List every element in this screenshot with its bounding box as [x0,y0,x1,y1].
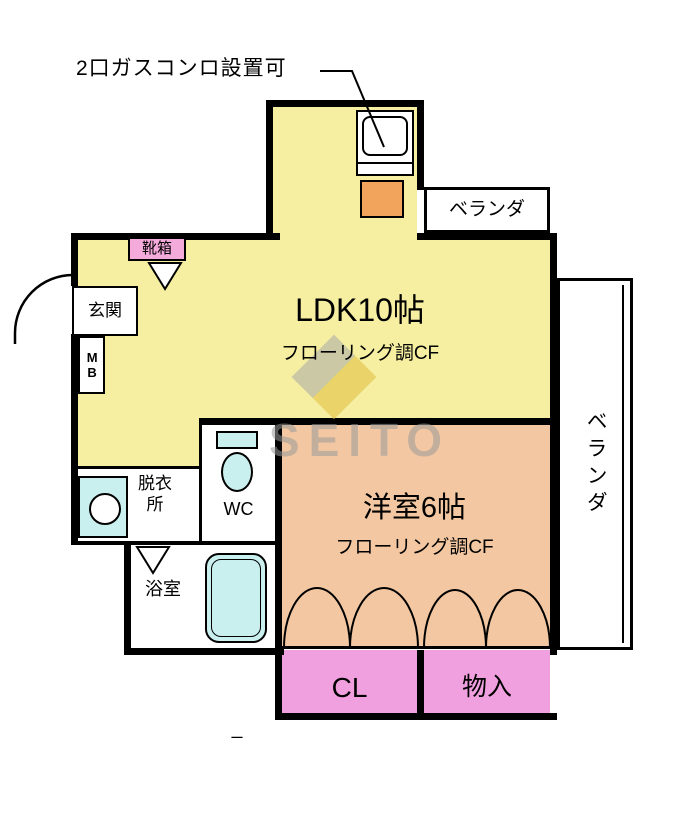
stove-icon [356,110,414,176]
toilet-bowl-icon [221,452,253,492]
youshitsu-floor-label: フローリング調CF [335,537,494,558]
meter-box: MB [78,336,105,394]
sink-basin [89,493,121,525]
sink-icon [78,476,128,538]
wc-label: WC [223,499,254,519]
veranda-railing-line [622,285,624,643]
wall-wc-left [199,425,202,545]
veranda-top-label: ベランダ [448,199,525,221]
veranda-right-label: ベランダ [584,410,608,518]
monoire-area [424,650,550,715]
wall-kitchen-left [266,100,273,240]
kitchen-sink-icon [360,180,404,218]
mb-label: MB [84,350,100,380]
bathtub-inner-line [211,559,261,637]
cl-area [282,650,417,715]
stove-divider-line [358,162,412,164]
wall-right [550,233,557,655]
watermark: SEITO [240,334,480,480]
wall-datsuijo-top [75,466,201,469]
ldk-floor-label: フローリング調CF [280,343,440,364]
monoire-label: 物入 [461,673,512,701]
scan-dash-mark: ー [230,730,244,746]
wall-left-upper [71,233,78,286]
bathtub-icon [205,553,267,643]
wall-closet-top [277,646,553,649]
wall-top-right [417,233,557,240]
wall-ldk-youshitsu [199,418,557,425]
genkan-label: 玄関 [88,301,122,321]
cl-label: CL [331,672,368,703]
veranda-right: ベランダ [557,278,633,650]
wall-left-lower [71,334,78,545]
veranda-top: ベランダ [424,187,550,233]
bath-door-triangle-icon [135,546,171,575]
entrance-door-arc-icon [13,273,74,344]
youshitsu-label: 洋室6帖 [362,492,467,524]
wall-top-left [71,233,280,240]
wall-bath-bottom [124,648,284,655]
hallway-strip [78,422,199,468]
ldk-label: LDK10帖 [295,292,425,328]
wall-datsuijo-bottom [71,541,279,545]
watermark-text: SEITO [268,414,452,466]
genkan: 玄関 [72,286,138,336]
wall-cl-divider [417,650,424,720]
kutsubako-label: 靴箱 [141,239,172,257]
datsuijo-label: 脱衣所 [138,474,172,515]
wall-youshitsu-left [275,418,282,720]
toilet-tank-icon [216,431,258,449]
yokushitsu-label: 浴室 [145,579,181,599]
stove-annotation: 2口ガスコンロ設置可 [76,57,287,80]
wall-closet-bottom [275,713,557,720]
wall-kitchen-top [266,100,424,107]
wall-kitchen-right [417,100,424,190]
stove-burner-area [362,116,408,156]
shoe-box: 靴箱 [128,237,186,261]
wall-bath-left [124,543,131,655]
